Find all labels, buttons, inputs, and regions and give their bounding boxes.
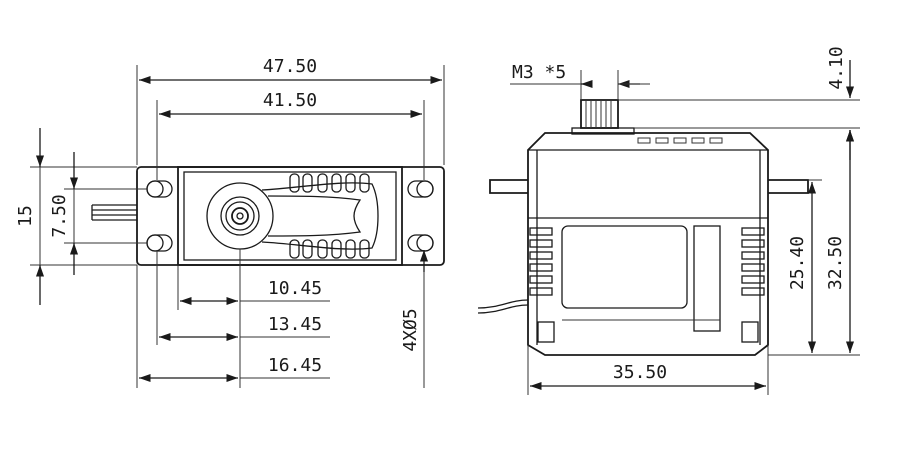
dim-body-width: 35.50 [613, 362, 667, 383]
top-view: 47.50 41.50 15 7.50 10.45 13.45 16.45 [15, 56, 445, 388]
wire-leads [91, 204, 137, 221]
dim-offset-a: 10.45 [268, 278, 322, 299]
left-ear-slots [146, 180, 173, 252]
dim-ear-half-width: 7.50 [49, 194, 70, 237]
dim-mount-holes: 4XØ5 [400, 308, 421, 351]
dim-spline: M3 *5 [512, 62, 566, 83]
output-spline [580, 99, 619, 129]
horn-outline [261, 182, 379, 250]
dim-ear-width: 15 [15, 205, 36, 227]
servo-body-side [527, 132, 769, 356]
right-mount-ear [768, 179, 809, 194]
side-view: M3 *5 4.10 25.40 32.50 35.50 [477, 46, 860, 395]
servo-cable [477, 299, 529, 309]
dim-mount-span: 41.50 [263, 90, 317, 111]
servo-body-top [177, 166, 403, 266]
left-mount-ear [489, 179, 528, 194]
dim-overall-length: 47.50 [263, 56, 317, 77]
right-ear-slots [407, 180, 434, 252]
label-window [561, 225, 688, 309]
output-shaft-top [206, 182, 274, 250]
dim-spline-height: 4.10 [826, 46, 847, 89]
side-fins-right [741, 227, 765, 296]
dim-offset-c: 16.45 [268, 355, 322, 376]
dim-body-height: 32.50 [825, 236, 846, 290]
dim-ear-height: 25.40 [787, 236, 808, 290]
dim-offset-b: 13.45 [268, 314, 322, 335]
cooling-fins-top [289, 173, 370, 259]
side-fins-left [529, 227, 553, 296]
